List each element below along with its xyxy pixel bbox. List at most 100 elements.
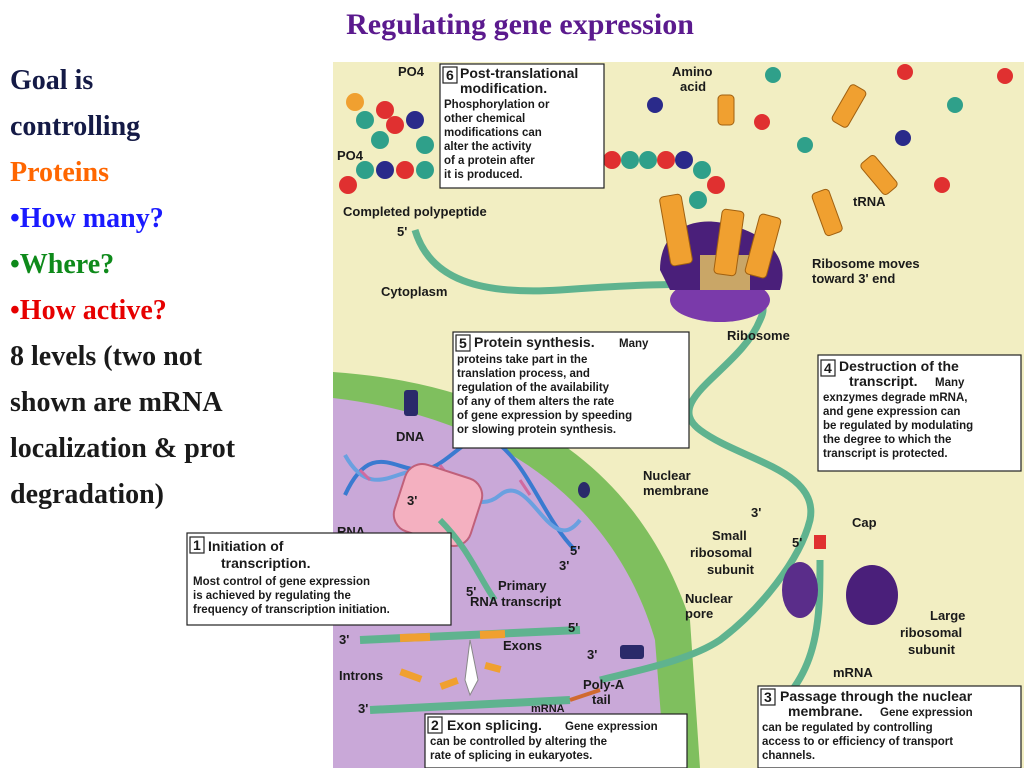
label-3prime-c: 3' — [339, 632, 349, 647]
nuclear-pore-top — [404, 390, 418, 416]
label-po4-left: PO4 — [337, 148, 364, 163]
label-small-subunit-3: subunit — [707, 562, 755, 577]
label-cytoplasm: Cytoplasm — [381, 284, 447, 299]
slide-title: Regulating gene expression — [346, 8, 694, 41]
poly-a-tail — [569, 688, 601, 702]
goal-line-2: controlling — [10, 111, 141, 142]
label-small-subunit-2: ribosomal — [690, 545, 752, 560]
step-6-head-1: Post-translational — [460, 65, 578, 81]
goal-line-1: Goal is — [10, 65, 94, 96]
bullet-how-active: •How active? — [10, 295, 167, 326]
levels-note-2: shown are mRNA — [10, 387, 223, 418]
step-4-box: 4 Destruction of the transcript. Many ex… — [817, 354, 1022, 472]
step-3-line-1: can be regulated by controlling — [762, 722, 933, 734]
step-2-box: 2 Exon splicing. Gene expression can be … — [424, 713, 688, 768]
step-6-line-1: Phosphorylation or — [444, 99, 550, 111]
label-5prime-g: 5' — [792, 535, 802, 550]
step-6-number: 6 — [446, 67, 454, 83]
step-2-line-2: rate of splicing in eukaryotes. — [430, 750, 592, 762]
step-3-head-2: membrane. — [788, 703, 863, 719]
label-poly-a-2: tail — [592, 692, 611, 707]
levels-note-1: 8 levels (two not — [10, 341, 203, 372]
nuclear-pore — [620, 645, 644, 659]
amino-acids — [647, 64, 1013, 193]
label-ribosome-moves-1: Ribosome moves — [812, 256, 920, 271]
step-4-line-5: transcript is protected. — [823, 448, 948, 460]
label-5prime-c: 5' — [466, 584, 476, 599]
small-ribosomal-subunit — [782, 562, 818, 618]
step-5-head-2: Many — [619, 338, 649, 350]
step-2-number: 2 — [431, 717, 439, 733]
step-4-head-2: transcript. — [849, 373, 917, 389]
pre-mrna — [359, 626, 581, 697]
label-poly-a-1: Poly-A — [583, 677, 625, 692]
label-3prime-f: 3' — [358, 701, 368, 716]
primary-transcript — [437, 517, 498, 602]
proteins-heading: Proteins — [10, 157, 110, 188]
step-5-line-4: of any of them alters the rate — [457, 396, 614, 408]
label-ribosome-moves-2: toward 3' end — [812, 271, 895, 286]
label-5prime-top: 5' — [397, 224, 407, 239]
mrna-cap — [814, 535, 826, 549]
label-large-subunit-2: ribosomal — [900, 625, 962, 640]
label-po4-top: PO4 — [398, 64, 425, 79]
step-6-line-2: other chemical — [444, 113, 525, 125]
label-5prime-a: 5' — [570, 543, 580, 558]
polypeptide-chain — [603, 151, 725, 209]
step-4-head-3: Many — [935, 377, 965, 389]
label-3prime-b: 3' — [559, 558, 569, 573]
label-exons: Exons — [503, 638, 542, 653]
label-nuclear-membrane-1: Nuclear — [643, 468, 691, 483]
label-large-subunit-1: Large — [930, 608, 965, 623]
label-3prime-a: 3' — [407, 493, 417, 508]
bullet-where: •Where? — [10, 249, 115, 280]
step-2-head-2: Gene expression — [565, 721, 658, 733]
step-4-number: 4 — [824, 360, 832, 376]
step-2-head-1: Exon splicing. — [447, 717, 542, 733]
label-dna: DNA — [396, 429, 425, 444]
step-4-line-4: the degree to which the — [823, 434, 951, 446]
mrna-strand — [411, 228, 815, 684]
splice-arrow — [464, 639, 479, 697]
bullet-how-many: •How many? — [10, 203, 164, 234]
label-small-subunit-1: Small — [712, 528, 747, 543]
step-5-line-1: proteins take part in the — [457, 354, 587, 366]
step-5-line-6: or slowing protein synthesis. — [457, 424, 616, 436]
step-1-line-1: Most control of gene expression — [193, 576, 370, 588]
label-amino-acid-2: acid — [680, 79, 706, 94]
step-4-line-3: be regulated by modulating — [823, 420, 973, 432]
large-ribosomal-subunit — [846, 565, 898, 625]
step-6-line-5: of a protein after — [444, 155, 535, 167]
levels-note-3: localization & prot — [10, 433, 236, 464]
label-nuclear-pore-2: pore — [685, 606, 713, 621]
step-5-line-2: translation process, and — [457, 368, 590, 380]
step-1-line-3: frequency of transcription initiation. — [193, 604, 390, 616]
step-4-head-1: Destruction of the — [839, 358, 959, 374]
step-4-line-2: and gene expression can — [823, 406, 960, 418]
step-6-line-3: modifications can — [444, 127, 542, 139]
step-1-box: 1 Initiation of transcription. Most cont… — [186, 532, 452, 626]
step-1-head-2: transcription. — [221, 555, 310, 571]
label-nuclear-membrane-2: membrane — [643, 483, 709, 498]
step-3-line-3: channels. — [762, 750, 815, 762]
label-ribosome: Ribosome — [727, 328, 790, 343]
label-amino-acid-1: Amino — [672, 64, 713, 79]
label-completed-polypeptide: Completed polypeptide — [343, 204, 487, 219]
label-nuclear-pore-1: Nuclear — [685, 591, 733, 606]
step-3-number: 3 — [764, 689, 772, 705]
step-1-number: 1 — [193, 537, 201, 553]
label-trna: tRNA — [853, 194, 886, 209]
step-3-head-3: Gene expression — [880, 707, 973, 719]
step-6-head-2: modification. — [460, 80, 547, 96]
step-5-box: 5 Protein synthesis. Many proteins take … — [452, 331, 690, 449]
label-5prime-d: 5' — [568, 620, 578, 635]
label-primary-transcript-1: Primary — [498, 578, 547, 593]
trna-molecules — [659, 84, 898, 279]
step-5-number: 5 — [459, 335, 467, 351]
step-5-line-3: regulation of the availability — [457, 382, 610, 394]
step-3-line-2: access to or efficiency of transport — [762, 736, 953, 748]
step-2-line-1: can be controlled by altering the — [430, 736, 607, 748]
label-large-subunit-3: subunit — [908, 642, 956, 657]
step-3-head-1: Passage through the nuclear — [780, 688, 973, 704]
